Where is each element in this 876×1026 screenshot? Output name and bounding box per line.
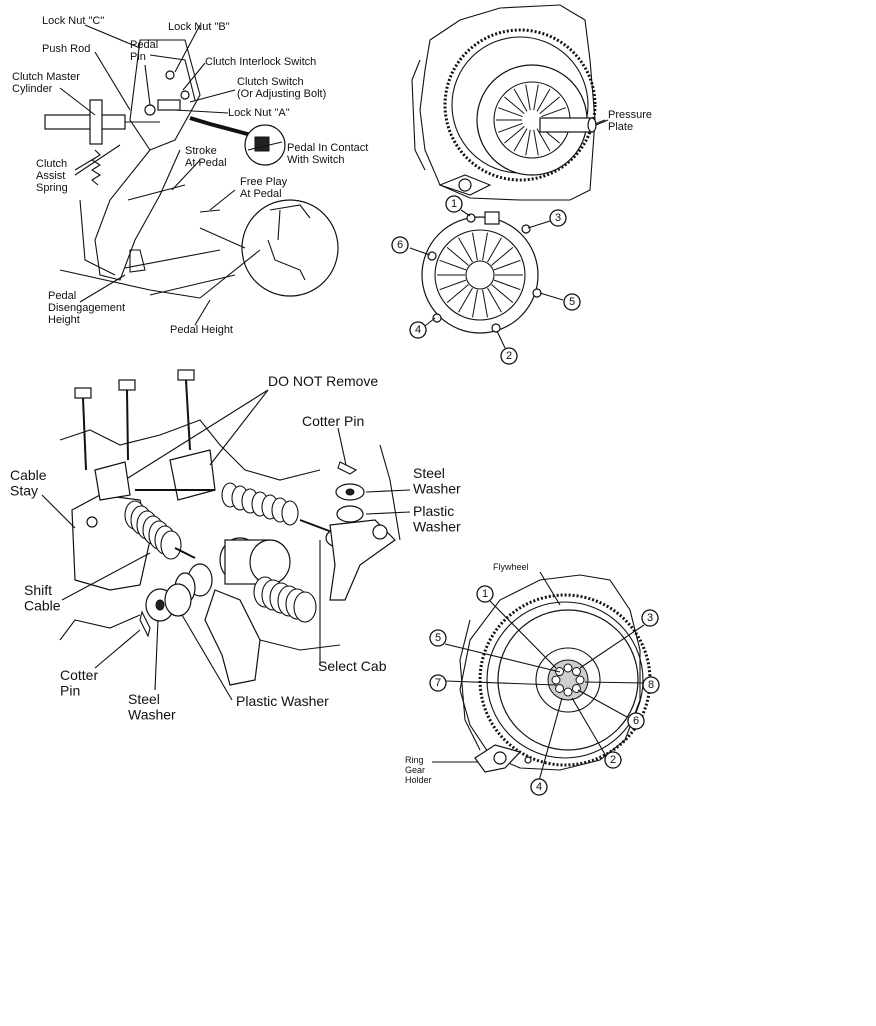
- fw-bolt-callout-1: 1: [476, 585, 494, 603]
- label-do-not-remove: DO NOT Remove: [268, 373, 378, 389]
- pp-bolt-callout-6: 6: [391, 236, 409, 254]
- svg-text:6: 6: [397, 239, 403, 251]
- label-select-cable: Select Cab: [318, 658, 387, 674]
- svg-text:4: 4: [536, 781, 542, 793]
- fw-bolt-callout-4: 4: [530, 778, 548, 796]
- shift-cable-leaders: [41, 389, 411, 701]
- flywheel-illustration: [459, 574, 652, 773]
- svg-text:1: 1: [451, 198, 457, 210]
- svg-text:2: 2: [610, 754, 616, 766]
- label-plastic-washer-bottom: Plastic Washer: [236, 693, 329, 709]
- label-clutch-interlock-switch: Clutch Interlock Switch: [205, 56, 316, 68]
- shift-cable-illustration: [59, 369, 401, 686]
- label-lock-nut-b: Lock Nut "B": [168, 21, 230, 33]
- svg-text:3: 3: [555, 212, 561, 224]
- label-flywheel: Flywheel: [493, 562, 529, 572]
- pp-bolt-callout-4: 4: [409, 321, 427, 339]
- svg-text:6: 6: [633, 715, 639, 727]
- svg-text:4: 4: [415, 324, 421, 336]
- svg-text:1: 1: [482, 588, 488, 600]
- pp-bolt-callout-2: 2: [500, 347, 518, 365]
- fw-bolt-callout-3: 3: [641, 609, 659, 627]
- svg-text:8: 8: [648, 679, 654, 691]
- clutch-pedal-illustration: [44, 39, 339, 299]
- pp-bolt-callout-5: 5: [563, 293, 581, 311]
- pressure-plate-leaders: [409, 119, 606, 349]
- fw-bolt-callout-2: 2: [604, 751, 622, 769]
- bolts: [74, 369, 195, 471]
- label-lock-nut-a: Lock Nut "A": [228, 107, 290, 119]
- pressure-plate-bolt-callouts: 1 2 3 4 5 6: [391, 195, 581, 365]
- label-lock-nut-c: Lock Nut "C": [42, 15, 104, 27]
- svg-text:5: 5: [569, 296, 575, 308]
- fw-bolt-callout-6: 6: [627, 712, 645, 730]
- flywheel-bolt-callouts: 1 2 3 4 5 6 7 8: [429, 585, 660, 796]
- pp-bolt-callout-1: 1: [445, 195, 463, 213]
- flywheel-leaders: [432, 571, 645, 782]
- svg-text:5: 5: [435, 632, 441, 644]
- pressure-plate-illustration: [411, 4, 609, 334]
- pp-bolt-callout-3: 3: [549, 209, 567, 227]
- clutch-pedal-leaders: [59, 24, 236, 326]
- fw-bolt-callout-8: 8: [642, 676, 660, 694]
- label-pedal-height: Pedal Height: [170, 324, 233, 336]
- svg-text:2: 2: [506, 350, 512, 362]
- label-push-rod: Push Rod: [42, 43, 90, 55]
- label-cotter-pin-top: Cotter Pin: [302, 413, 364, 429]
- fw-bolt-callout-7: 7: [429, 674, 447, 692]
- label-clutch-switch: Clutch Switch(Or Adjusting Bolt): [237, 76, 326, 100]
- svg-text:7: 7: [435, 677, 441, 689]
- clutch-pedal-panel: Lock Nut "C" Lock Nut "B" Push Rod Pedal…: [12, 15, 368, 336]
- fw-bolt-callout-5: 5: [429, 629, 447, 647]
- clutch-pedal-labels: Lock Nut "C" Lock Nut "B" Push Rod Pedal…: [12, 15, 368, 336]
- svg-text:3: 3: [647, 612, 653, 624]
